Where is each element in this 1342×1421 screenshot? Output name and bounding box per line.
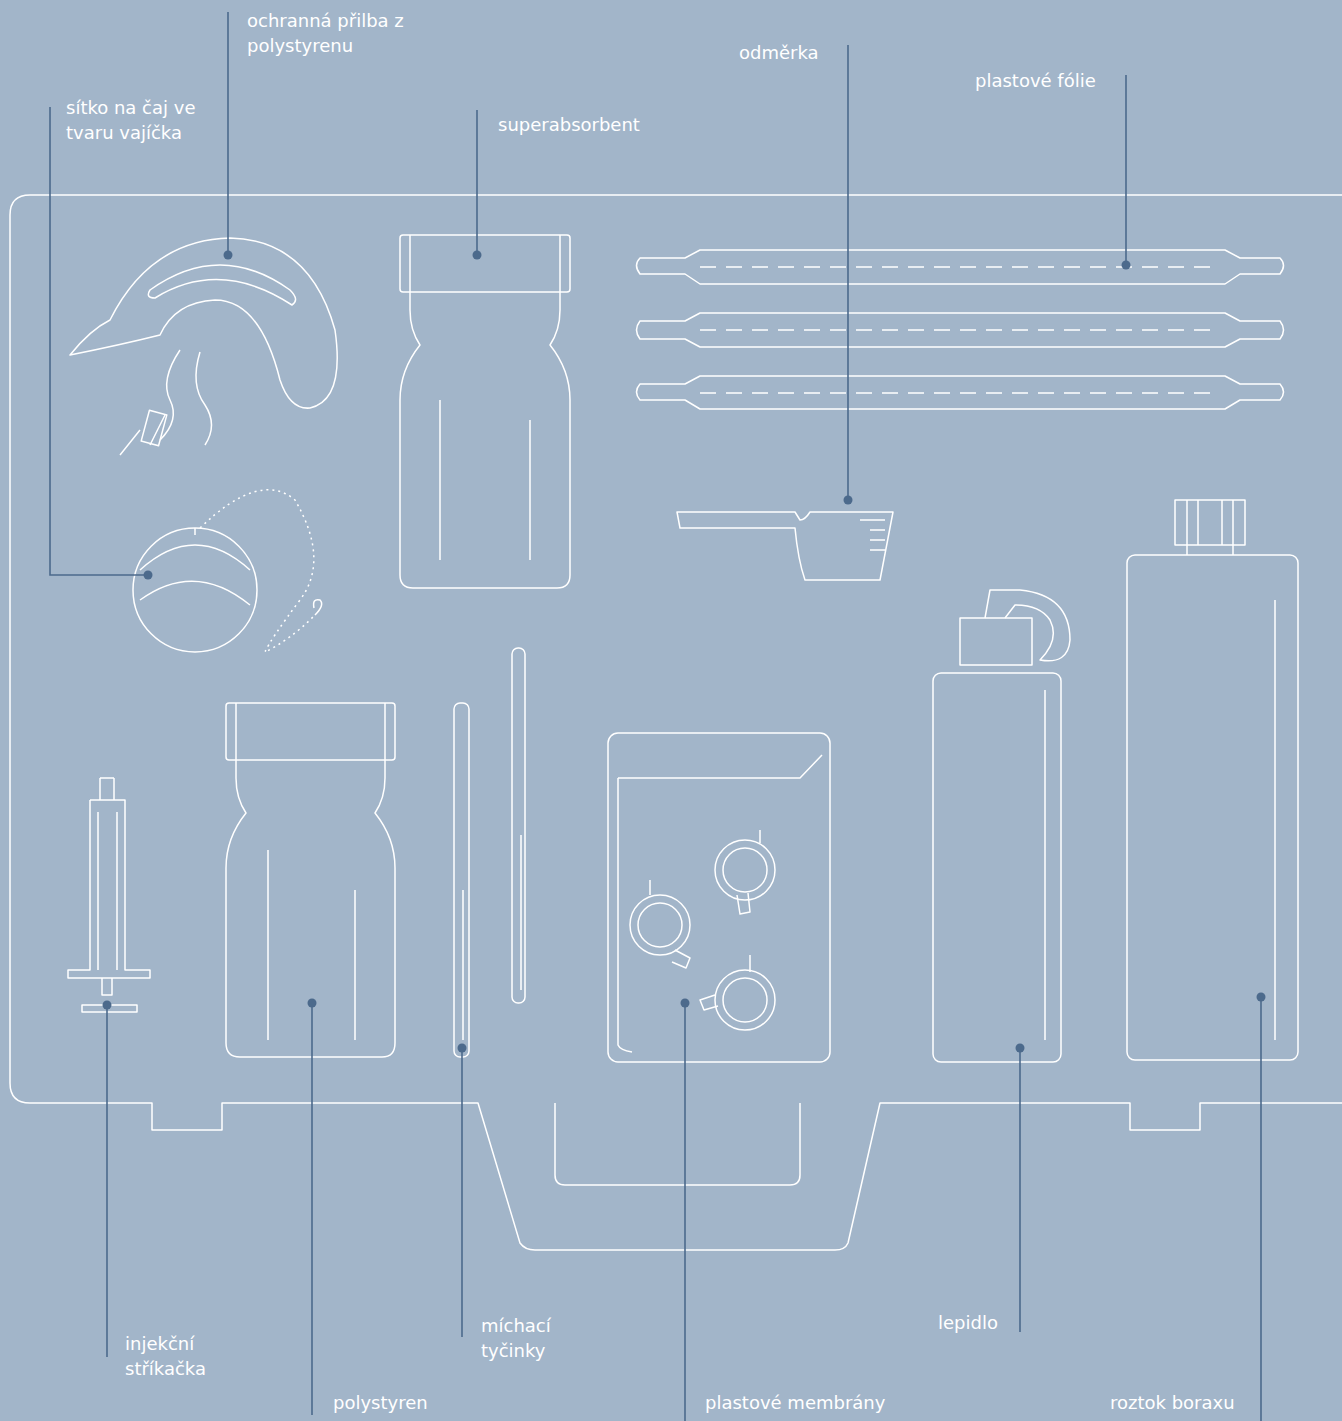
tea-egg-chain <box>200 490 315 652</box>
part-label: plastové membrány <box>705 1390 885 1415</box>
part-label: plastové fólie <box>975 68 1096 93</box>
part-label: polystyren <box>333 1390 428 1415</box>
syringe <box>68 778 150 1012</box>
bag-fold <box>618 755 822 1052</box>
leader-dot <box>144 571 153 580</box>
helmet <box>70 238 337 408</box>
part-label: roztok boraxu <box>1110 1390 1235 1415</box>
leader-line <box>227 12 229 255</box>
borax-neck <box>1187 500 1275 1040</box>
leader-dot <box>1122 261 1131 270</box>
jar-body <box>226 760 395 1057</box>
part-label: míchací tyčinky <box>481 1313 576 1363</box>
leader-dot <box>308 999 317 1008</box>
leader-dot <box>844 496 853 505</box>
suitcase-handle <box>555 1103 800 1185</box>
measuring-scoop <box>677 512 893 580</box>
leader-dot <box>458 1044 467 1053</box>
glue-cap <box>960 618 1032 665</box>
leader-dot <box>681 999 690 1008</box>
part-label: injekční stříkačka <box>125 1331 225 1381</box>
leader-line <box>1260 997 1262 1421</box>
leader-line <box>847 45 849 500</box>
jar-lid <box>400 235 570 292</box>
tea-egg <box>133 528 257 652</box>
tea-egg-seam <box>140 528 250 605</box>
stirring-rod <box>454 703 469 1057</box>
helmet-buckle <box>141 410 167 446</box>
glue-bottle <box>933 673 1061 1062</box>
glue-nozzle <box>985 590 1070 1040</box>
part-label: sítko na čaj ve tvaru vajíčka <box>66 95 226 145</box>
leader-dot <box>1016 1044 1025 1053</box>
jar-body <box>400 292 570 588</box>
leader-line <box>1125 75 1127 265</box>
leader-dot <box>224 251 233 260</box>
part-label: odměrka <box>739 40 819 65</box>
leader-line <box>461 1048 463 1337</box>
leader-dot <box>1257 993 1266 1002</box>
leader-line <box>684 1003 686 1421</box>
membrane-filter <box>630 830 775 1030</box>
helmet-vent <box>148 265 295 305</box>
helmet-strap <box>120 350 212 455</box>
leader-line <box>1019 1048 1021 1332</box>
borax-bottle <box>1127 555 1298 1060</box>
rod-highlight <box>463 835 521 1040</box>
jar-lid <box>226 703 395 760</box>
jar-lid-ribs <box>410 235 560 292</box>
tea-egg-hook <box>314 600 322 615</box>
leader-dot <box>473 251 482 260</box>
leader-line <box>311 1003 313 1415</box>
membrane-bag <box>608 733 830 1062</box>
jar-lid-ribs <box>236 703 385 760</box>
leader-line <box>476 110 478 255</box>
part-label: superabsorbent <box>498 112 640 137</box>
stirring-rod <box>512 648 525 1003</box>
suitcase-outline <box>10 195 1342 1250</box>
part-label: lepidlo <box>938 1310 998 1335</box>
foil-dashes <box>700 267 1210 393</box>
leader-dot <box>103 1001 112 1010</box>
leader-line <box>50 107 148 575</box>
leader-line <box>106 1005 108 1357</box>
borax-cap <box>1175 500 1245 545</box>
part-label: ochranná přilba z polystyrenu <box>247 8 412 58</box>
